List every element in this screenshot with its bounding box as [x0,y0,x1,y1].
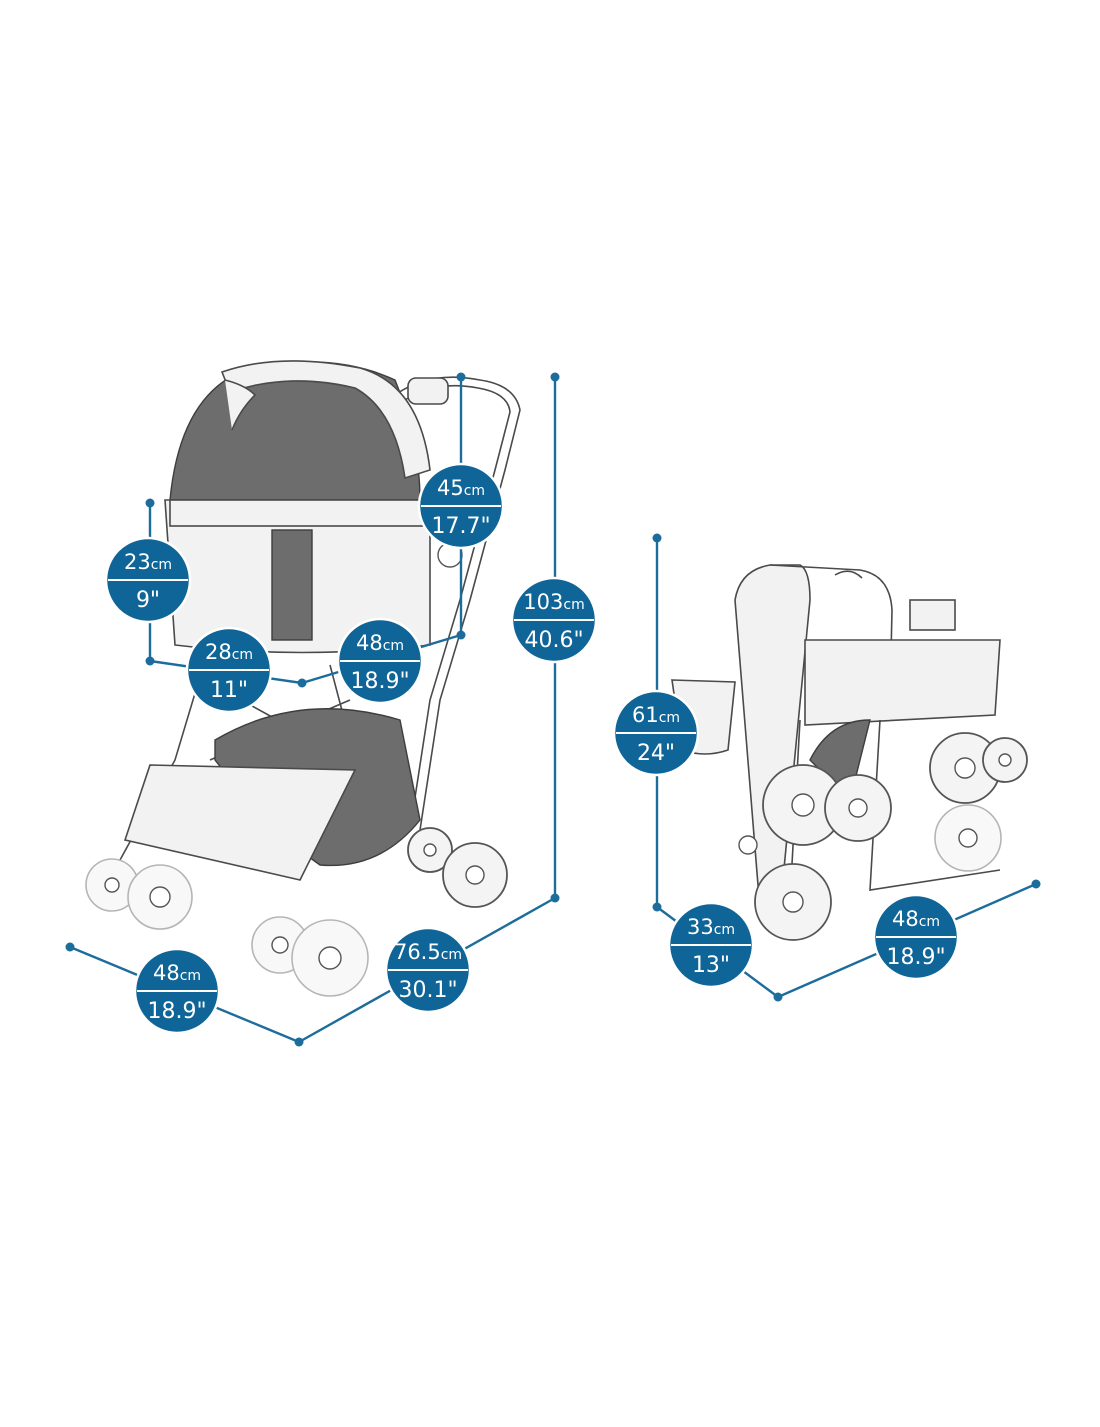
badge-carrier-height: 23cm 9" [104,536,192,624]
folded-knob [738,835,758,855]
folded-wheel-upper-mid [824,774,892,842]
wheel-front-left-back [85,858,139,912]
badge-inch-label: 18.9" [886,945,945,970]
badge-cm-label: 76.5cm [394,940,462,964]
badge-cm-label: 45cm [437,476,485,500]
badge-inch-label: 17.7" [431,514,490,539]
folded-wheel-far-right [982,737,1028,783]
badge-folded-height: 61cm 24" [612,689,700,777]
badge-inch-label: 24" [637,741,675,766]
open-stroller-illustration [85,360,521,997]
badge-folded-depth: 33cm 13" [667,901,755,989]
canopy-ridge [224,379,257,431]
badge-cm-label: 48cm [153,961,201,985]
folded-panel [804,639,1001,726]
cup-holder [407,377,449,405]
wheel-rear-right [442,842,508,908]
folded-wheel-lower-left [754,863,832,941]
folded-latch [909,599,956,631]
footrest-panel [123,764,357,881]
badge-carrier-depth: 28cm 11" [185,626,273,714]
badge-inch-label: 13" [692,953,730,978]
folded-top-bar [769,564,893,701]
badge-inch-label: 18.9" [147,999,206,1024]
badge-cm-label: 61cm [632,703,680,727]
wheel-front-right [291,919,369,997]
badge-folded-width: 48cm 18.9" [872,893,960,981]
badge-carrier-length: 48cm 18.9" [336,617,424,705]
badge-cm-label: 103cm [523,590,584,614]
carrier-window [271,529,313,641]
badge-length: 76.5cm 30.1" [384,926,472,1014]
badge-carrier-top-height: 45cm 17.7" [417,462,505,550]
badge-cm-label: 33cm [687,915,735,939]
folded-handle-left [734,564,811,911]
badge-inch-label: 18.9" [350,669,409,694]
wheel-front-left [127,864,193,930]
wheel-rear-left [407,827,453,873]
folded-wheel-upper-left [762,764,844,846]
folded-hook [834,570,863,579]
folded-stroller-illustration [671,564,1028,941]
badge-cm-label: 28cm [205,640,253,664]
badge-inch-label: 30.1" [398,978,457,1003]
badge-inch-label: 40.6" [524,628,583,653]
canopy-cover [220,360,431,480]
folded-wheel-upper-right [929,732,1001,804]
badge-total-height: 103cm 40.6" [510,576,598,664]
badge-cm-label: 23cm [124,550,172,574]
badge-width: 48cm 18.9" [133,947,221,1035]
badge-cm-label: 48cm [356,631,404,655]
folded-wheel-lower-right [934,804,1002,872]
badge-inch-label: 9" [136,588,160,613]
badge-cm-label: 48cm [892,907,940,931]
badge-inch-label: 11" [210,678,248,703]
carrier-rim [169,499,429,527]
